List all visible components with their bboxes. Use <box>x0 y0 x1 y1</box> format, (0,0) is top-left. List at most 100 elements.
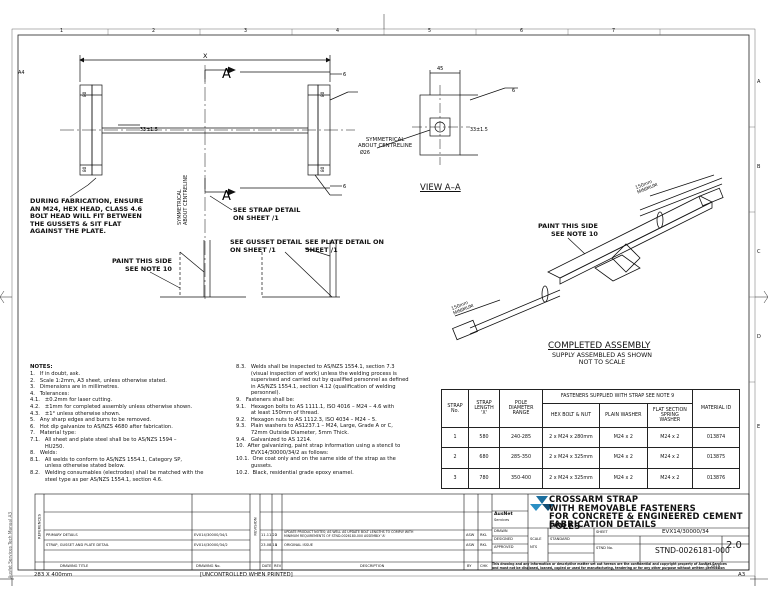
paint-note-right: PAINT THIS SIDE SEE NOTE 10 <box>538 222 598 238</box>
sheet-label: SHEET <box>596 530 608 534</box>
revision-column-description: DESCRIPTION <box>360 564 385 568</box>
header-strap-no: STRAP No. <box>441 389 469 428</box>
notes-heading: NOTES: <box>30 364 53 370</box>
fabrication-callout: DURING FABRICATION, ENSURE AN M24, HEX H… <box>30 197 144 235</box>
corner-label: A4 <box>18 70 25 76</box>
hole-dimension-left: 33±1.5 <box>140 127 158 133</box>
revision-1-checked: RKL <box>480 543 487 547</box>
view-aa-label: VIEW A–A <box>420 183 461 193</box>
revision-column-date: DATE <box>262 564 272 568</box>
standard-label: STANDARD <box>550 537 570 541</box>
gusset-detail-callout: SEE GUSSET DETAIL ON SHEET /1 <box>230 238 303 254</box>
row-label: B <box>757 164 761 170</box>
revision-1-description: ORIGINAL ISSUE <box>284 543 314 547</box>
table-cell: M24 x 2 <box>646 467 694 490</box>
weld-size-6: 6 <box>512 88 515 94</box>
table-cell: 350-400 <box>499 467 543 490</box>
references-label-wrap: REFERENCES <box>34 494 44 562</box>
strap-schedule-table: STRAP No. STRAP LENGTH 'X' POLE DIAMETER… <box>441 389 740 490</box>
notes-column-1: 1. If in doubt, ask. 2. Scale 1:2mm, A3 … <box>30 371 204 483</box>
approved-label: APPROVED <box>494 545 514 549</box>
row-label: A <box>757 79 761 85</box>
drawing-title-line-1: CROSSARM STRAP <box>549 494 639 504</box>
revision-column-rev: REV <box>274 564 282 568</box>
revision-2-by: ASW <box>466 533 475 537</box>
scale-bar-label: 283 X 400mm <box>34 572 73 578</box>
reference-1-title: PRIMARY DETAILS <box>46 533 78 537</box>
revision-2-checked: RKL <box>480 533 487 537</box>
header-material-id: MATERIAL ID <box>692 389 740 428</box>
dimension-45: 45 <box>437 66 443 72</box>
column-label: 2 <box>152 29 156 34</box>
revision-1-by: ASW <box>466 543 475 547</box>
uncontrolled-notice: [UNCONTROLLED WHEN PRINTED] <box>200 572 293 578</box>
table-row: 2 680 285-350 2 x M24 x 325mm M24 x 2 M2… <box>441 447 740 469</box>
row-label: D <box>757 334 761 340</box>
standard-number: STND-0026181-000 <box>655 546 730 555</box>
table-row: 3 780 350-400 2 x M24 x 325mm M24 x 2 M2… <box>441 467 740 490</box>
completed-assembly-title: COMPLETED ASSEMBLY <box>548 341 651 351</box>
drawn-label: DRAWN <box>494 529 508 533</box>
plate-detail-callout: SEE PLATE DETAIL ON SHEET /1 <box>305 238 384 254</box>
standard-number-label: STND No. <box>596 546 614 550</box>
section-a-top-label: A <box>222 67 231 82</box>
completed-assembly-subtitle: SUPPLY ASSEMBLED AS SHOWN NOT TO SCALE <box>552 352 653 366</box>
revision-2-description: UPDATE PRODUCT NOTES; AS WELL AS UPDATE … <box>284 530 414 538</box>
revision-label: REVISION <box>252 517 258 536</box>
drawing-title-line-3: FOR CONCRETE & ENGINEERED CEMENT POLES <box>549 511 743 531</box>
table-cell: M24 x 2 <box>598 467 648 490</box>
designed-label: DESIGNED <box>494 537 513 541</box>
section-a-bottom-label: A <box>222 189 231 204</box>
hole-diameter: Ø26 <box>360 149 370 156</box>
row-labels: A B C D E <box>757 0 767 594</box>
row-label: E <box>757 424 761 430</box>
symmetrical-note: SYMMETRICAL ABOUT CENTRELINE <box>358 137 413 149</box>
column-label: 6 <box>520 29 524 34</box>
reference-column-number: DRAWING No. <box>196 564 221 568</box>
drawing-title-line-4: FABRICATION DETAILS <box>549 519 657 529</box>
revision-2-date: 11.11.21 <box>261 533 278 537</box>
company-name: AusNet <box>494 512 513 517</box>
revision-column-checked: CHK <box>480 564 488 568</box>
scale-value: NTS <box>530 545 538 549</box>
drawing-title-line-2: WITH REMOVABLE FASTENERS <box>549 503 696 513</box>
column-labels: 1 2 3 4 5 6 7 <box>0 29 768 35</box>
reference-column-title: DRAWING TITLE <box>60 564 89 568</box>
reference-1-number: EVX14/30000/34/1 <box>194 533 228 537</box>
confidentiality-disclaimer: This drawing and any information or desc… <box>492 562 727 570</box>
revision-2-number: 2 <box>275 533 278 537</box>
column-label: 5 <box>428 29 432 34</box>
table-cell: 013876 <box>692 467 740 490</box>
reference-2-number: EVX14/30000/34/2 <box>194 543 228 547</box>
company-logo-mark <box>536 496 548 504</box>
hole-dimension-right: 33±1.5 <box>470 127 488 133</box>
dimension-80: 80 <box>320 91 325 97</box>
dimension-80: 80 <box>320 166 325 172</box>
column-label: 7 <box>612 29 616 34</box>
current-revision: 2.0 <box>726 540 742 551</box>
weld-size-6: 6 <box>343 72 346 78</box>
column-label: 3 <box>244 29 248 34</box>
weld-size-6: 6 <box>343 184 346 190</box>
row-label: C <box>757 249 761 255</box>
strap-detail-callout: SEE STRAP DETAIL ON SHEET /1 <box>233 206 301 222</box>
header-strap-length: STRAP LENGTH 'X' <box>468 389 500 428</box>
notes-column-2: 8.3. Welds shall be inspected to AS/NZS … <box>236 364 409 476</box>
sheet-size: A3 <box>738 572 746 578</box>
reference-2-title: STRAP, GUSSET AND PLATE DETAIL <box>46 543 109 547</box>
company-subtitle: Services <box>494 518 510 522</box>
revision-1-number: 1 <box>275 543 278 547</box>
sheet-value: EVX14/30000/34 <box>662 529 709 535</box>
column-label: 4 <box>336 29 340 34</box>
paint-note-left: PAINT THIS SIDE SEE NOTE 10 <box>112 257 172 273</box>
dimension-80: 80 <box>82 166 87 172</box>
references-label: REFERENCES <box>36 514 42 539</box>
revision-column-by: BY <box>467 564 472 568</box>
dimension-80: 80 <box>82 91 87 97</box>
copyright-notice: © 2018 <box>706 564 720 568</box>
column-label: 1 <box>60 29 64 34</box>
overall-dimension-x: X <box>203 52 208 60</box>
revision-label-wrap: REVISION <box>250 494 260 562</box>
